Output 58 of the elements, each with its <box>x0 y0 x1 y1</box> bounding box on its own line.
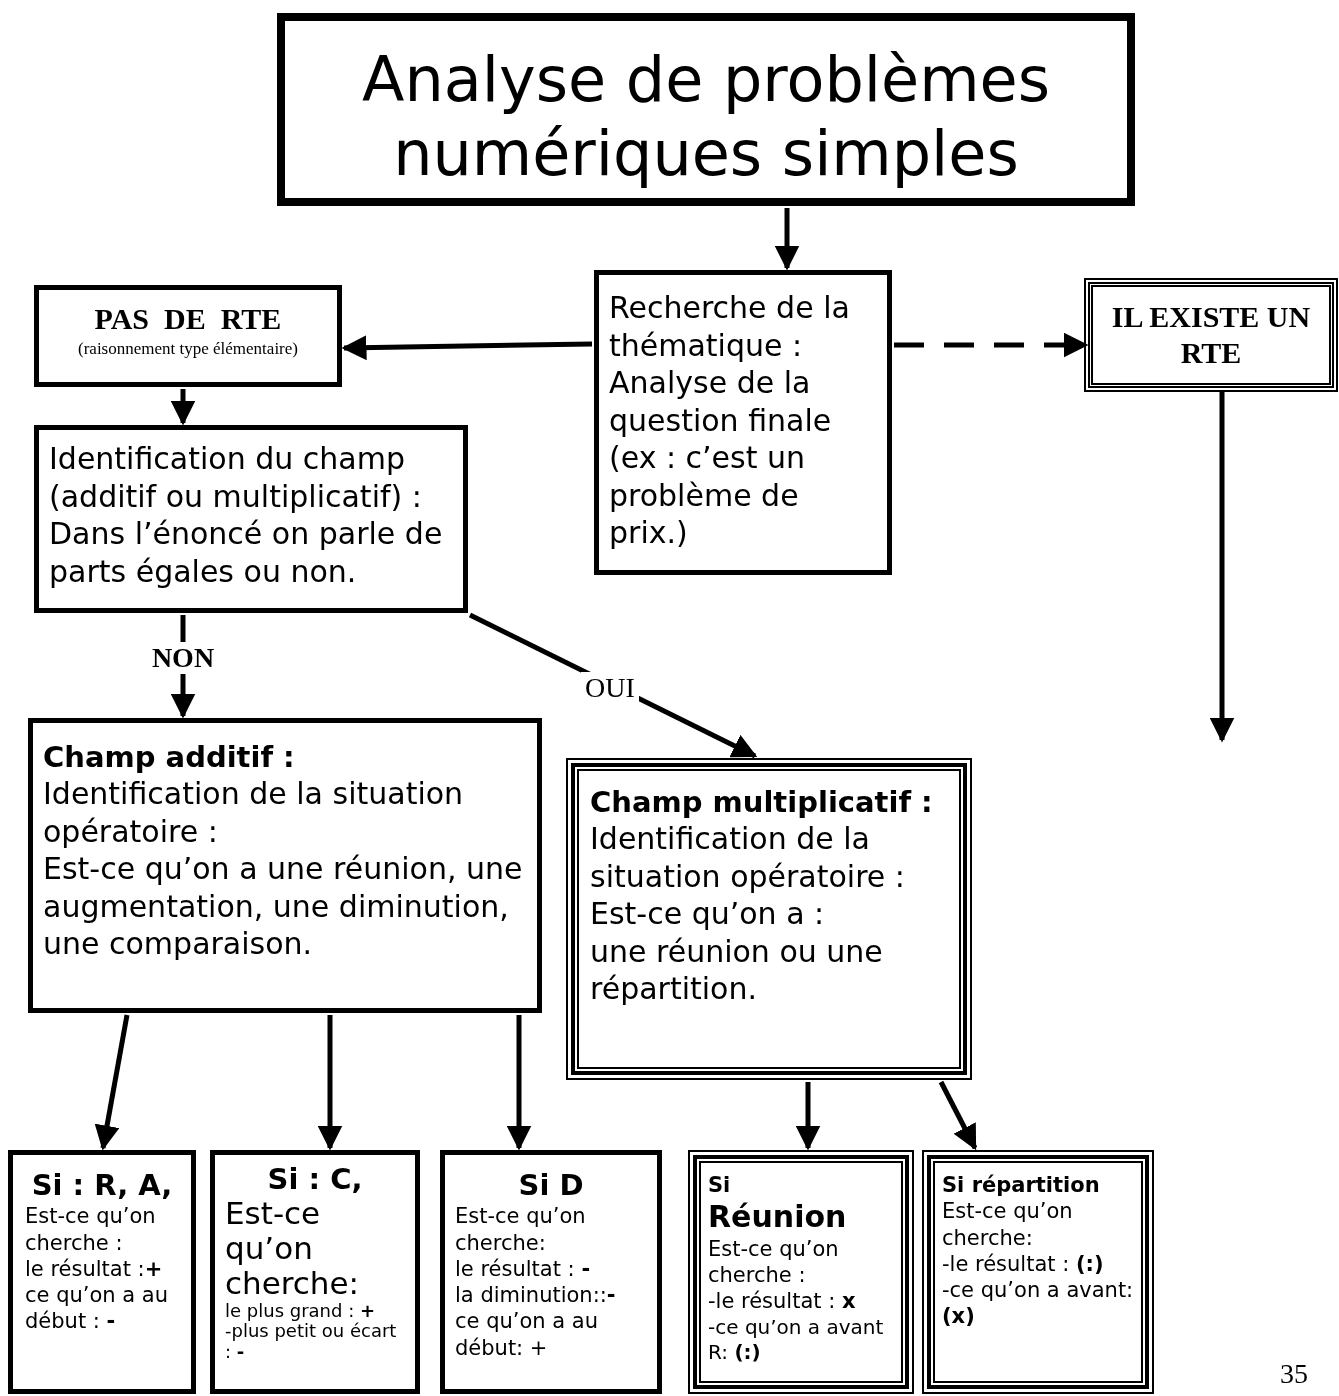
body-text: le résultat :+ <box>25 1255 164 1282</box>
arrow <box>1209 390 1235 743</box>
arrow <box>795 1082 821 1151</box>
heading-text: Si : C, <box>266 1163 364 1197</box>
arrow <box>341 335 593 361</box>
arrow <box>774 208 800 271</box>
arrow <box>894 332 1089 358</box>
triple-border-box <box>922 1150 1154 1394</box>
process-box <box>210 1150 420 1394</box>
body-text: -ce qu’on a avant R: (:) <box>708 1314 885 1365</box>
arrow <box>170 389 196 426</box>
edge-label: OUI <box>581 672 639 704</box>
subheading-text: Identification de la situation opératoire : <box>43 775 465 851</box>
heading-text: Si : R, A, <box>30 1167 174 1204</box>
body-text: Est-ce qu’on a une réunion, une augmentation, une diminution, une comparaison. <box>43 850 524 963</box>
body-text: Est-ce qu’on cherche: <box>225 1196 361 1301</box>
process-box <box>34 425 468 613</box>
triple-border-box <box>688 1150 914 1394</box>
body-text: -le résultat : (:) <box>942 1250 1105 1277</box>
heading-text: IL EXISTE UN RTE <box>1110 299 1312 371</box>
heading-text: Réunion <box>708 1198 848 1236</box>
body-text: Est-ce qu’on cherche : <box>25 1203 157 1256</box>
body-text: Est-ce qu’on cherche : <box>708 1235 840 1289</box>
process-text: Identification du champ (additif ou multiplicatif) : Dans l’énoncé on parle de parts égales ou non. <box>49 440 444 590</box>
body-text: ce qu’on a au début : - <box>25 1282 169 1335</box>
heading-text: Champ multiplicatif : <box>590 784 934 821</box>
process-box <box>594 270 892 575</box>
heading-text: Champ additif : <box>43 739 296 776</box>
body-text: le plus grand : + <box>225 1300 377 1322</box>
body-text: la diminution::- <box>455 1282 617 1309</box>
process-box <box>440 1150 662 1394</box>
heading-text: Si D <box>517 1167 585 1204</box>
heading-text: Si <box>708 1172 732 1199</box>
arrow <box>506 1015 532 1151</box>
arrow <box>94 1014 130 1151</box>
body-text: Est-ce qu’on cherche: <box>455 1203 587 1256</box>
body-text: -le résultat : x <box>708 1288 857 1315</box>
page-number: 35 <box>1280 1358 1308 1390</box>
body-text: le résultat : - <box>455 1255 592 1282</box>
heading-text: Si répartition <box>942 1172 1101 1199</box>
arrow <box>317 1015 343 1151</box>
triple-border-box <box>566 758 972 1080</box>
title-box <box>277 13 1135 206</box>
heading-text: PAS DE RTE <box>93 301 283 337</box>
title-text: Analyse de problèmes numériques simples <box>361 43 1051 192</box>
body-text: une réunion ou une répartition. <box>590 932 884 1008</box>
process-box <box>28 718 542 1013</box>
body-text: Est-ce qu’on a : <box>590 895 826 933</box>
body-text: -ce qu’on a avant: (x) <box>942 1277 1134 1330</box>
process-box <box>34 285 342 387</box>
process-box <box>8 1150 196 1394</box>
body-text: ce qu’on a au début: + <box>455 1308 599 1361</box>
arrow <box>938 1080 978 1151</box>
body-text: -plus petit ou écart : - <box>225 1321 398 1363</box>
subheading-text: Identification de la situation opératoire : <box>590 820 906 896</box>
subheading-text: (raisonnement type élémentaire) <box>77 337 299 359</box>
body-text: Est-ce qu’on cherche: <box>942 1198 1074 1251</box>
process-text: Recherche de la thématique : Analyse de la question finale (ex : c’est un problème de prix.) <box>609 289 851 552</box>
